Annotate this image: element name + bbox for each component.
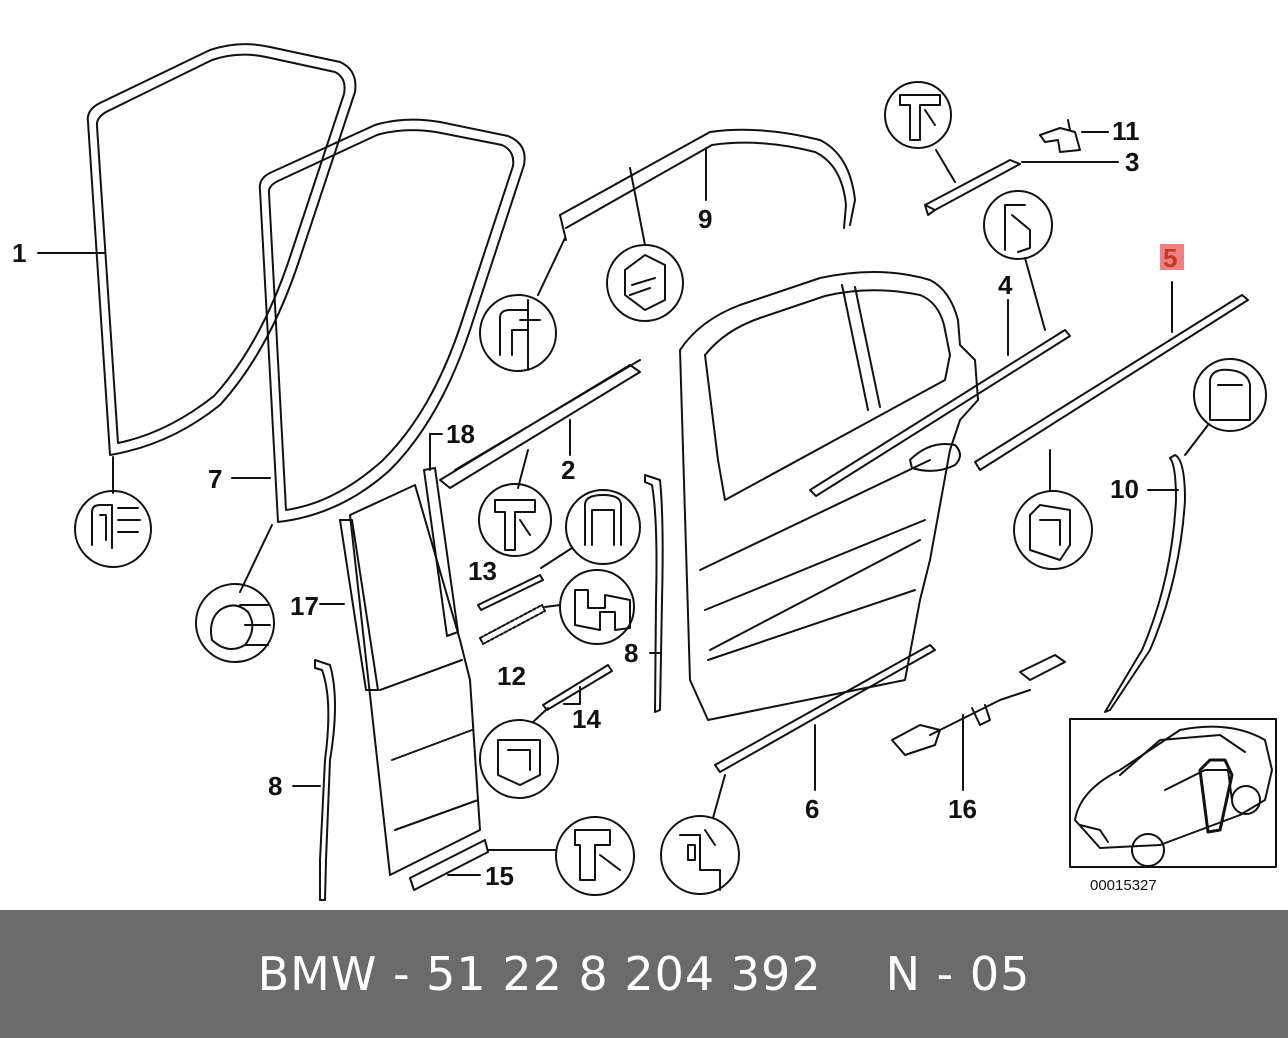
cable-8-right (644, 474, 664, 713)
detail-section-3 (884, 81, 952, 149)
sill-strip-6 (714, 644, 936, 773)
strip-15 (409, 839, 489, 891)
pillar-panel (339, 467, 481, 876)
check-strap-16 (891, 654, 1066, 756)
position-label: N - 05 (885, 947, 1031, 1001)
callout-17: 17 (290, 591, 319, 621)
detail-section-14 (479, 719, 559, 799)
detail-section-13 (565, 489, 641, 565)
strip-14 (542, 664, 613, 711)
inset-code: 00015327 (1090, 877, 1157, 894)
door-seal-1 (86, 43, 357, 456)
callout-3: 3 (1125, 147, 1139, 177)
cable-8-left (314, 659, 336, 901)
moulding-5 (974, 294, 1249, 471)
strip-2 (439, 359, 641, 489)
clip-11 (1039, 119, 1081, 153)
detail-section-2 (478, 483, 552, 557)
callout-10: 10 (1110, 474, 1139, 504)
callout-14: 14 (572, 704, 601, 734)
detail-section-5 (1013, 490, 1093, 570)
detail-section-9a (479, 294, 557, 372)
callout-9: 9 (698, 204, 712, 234)
detail-section-1 (74, 490, 152, 568)
callout-2: 2 (561, 455, 575, 485)
callout-18: 18 (446, 419, 475, 449)
callout-4: 4 (998, 270, 1013, 300)
strip-3 (924, 159, 1021, 216)
detail-section-10 (1193, 358, 1267, 432)
detail-section-15 (555, 816, 635, 896)
callout-7: 7 (208, 464, 222, 494)
strip-12 (479, 604, 546, 645)
seal-10 (1104, 454, 1186, 713)
detail-section-4 (983, 190, 1053, 260)
callout-11: 11 (1112, 116, 1140, 146)
callout-6: 6 (805, 794, 819, 824)
callout-5: 5 (1163, 243, 1177, 273)
part-number-footer: BMW - 51 22 8 204 392 N - 05 (0, 910, 1288, 1038)
detail-section-12 (559, 569, 635, 645)
door-seal-7 (258, 118, 526, 523)
callout-12: 12 (497, 661, 526, 691)
parts-diagram: 1 7 9 11 3 4 5 18 2 10 13 17 8 12 14 8 6… (12, 43, 1277, 901)
callout-13: 13 (468, 556, 497, 586)
callout-16: 16 (948, 794, 977, 824)
window-channel-9 (559, 128, 856, 241)
callout-15: 15 (485, 861, 514, 891)
strip-13 (477, 574, 544, 611)
trim-strip-4 (809, 329, 1071, 497)
callout-5-highlight (1160, 244, 1184, 270)
part-number-label: BMW - 51 22 8 204 392 (257, 947, 822, 1001)
detail-section-6 (660, 815, 740, 895)
detail-section-7 (195, 583, 275, 663)
inset-car (1069, 718, 1277, 868)
detail-section-9b (606, 244, 684, 322)
callout-8-left: 8 (268, 771, 282, 801)
callout-1: 1 (12, 238, 26, 268)
callout-8-right: 8 (624, 638, 638, 668)
rear-door (679, 270, 979, 721)
